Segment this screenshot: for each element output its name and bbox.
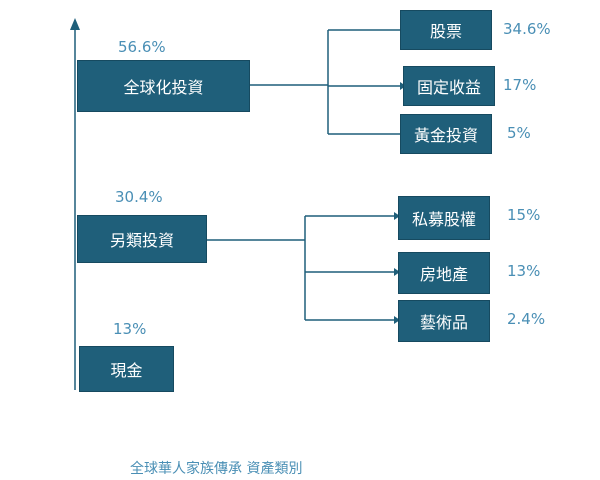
- diagram-caption: 全球華人家族傳承 資產類別: [130, 461, 303, 477]
- real-estate-label: 房地產: [419, 265, 468, 284]
- global-investment-label: 全球化投資: [123, 78, 204, 97]
- cash-box: 現金: [79, 346, 174, 392]
- real-estate-box: 房地產: [398, 252, 490, 294]
- alternative-investment-percent: 30.4%: [115, 188, 163, 206]
- private-equity-label: 私募股權: [411, 210, 476, 229]
- art-percent: 2.4%: [507, 310, 546, 328]
- fixed-income-label: 固定收益: [416, 78, 481, 97]
- private-equity-percent: 15%: [507, 206, 541, 224]
- gold-investment-percent: 5%: [507, 124, 531, 142]
- cash-label: 現金: [110, 361, 143, 380]
- cash-percent: 13%: [113, 320, 147, 338]
- stocks-box: 股票: [400, 10, 492, 50]
- private-equity-box: 私募股權: [398, 196, 490, 240]
- gold-investment-label: 黃金投資: [413, 126, 478, 145]
- art-label: 藝術品: [419, 313, 468, 332]
- global-investment-box: 全球化投資: [77, 60, 250, 112]
- fixed-income-percent: 17%: [503, 76, 537, 94]
- fixed-income-box: 固定收益: [403, 66, 495, 106]
- alternative-investment-label: 另類投資: [109, 231, 174, 250]
- stocks-label: 股票: [429, 22, 462, 41]
- art-box: 藝術品: [398, 300, 490, 342]
- real-estate-percent: 13%: [507, 262, 541, 280]
- gold-investment-box: 黃金投資: [400, 114, 492, 154]
- stocks-percent: 34.6%: [503, 20, 551, 38]
- global-investment-percent: 56.6%: [118, 38, 166, 56]
- alternative-investment-box: 另類投資: [77, 215, 207, 263]
